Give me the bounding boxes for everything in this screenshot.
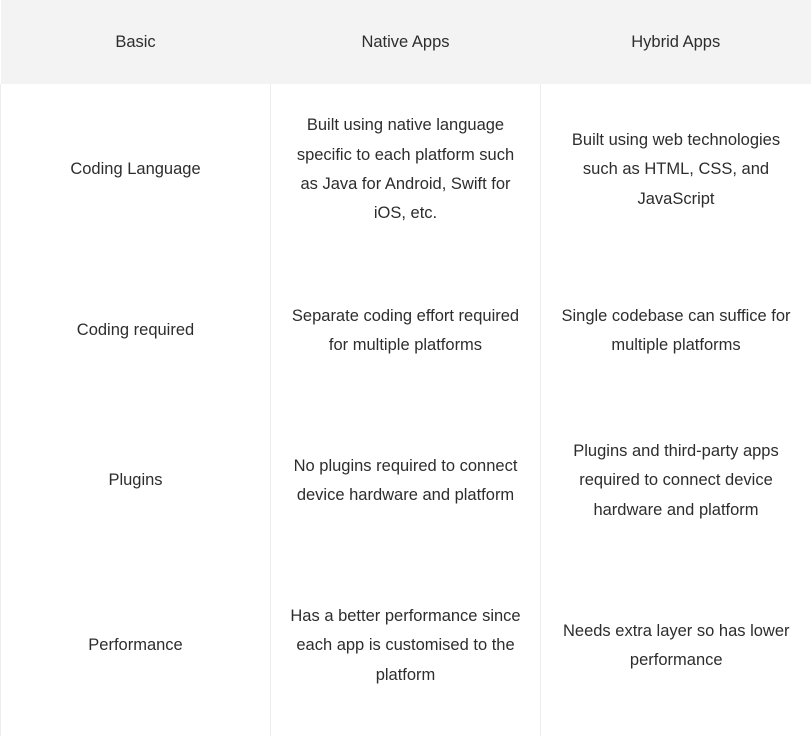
hybrid-apps-cell: Needs extra layer so has lower performan… bbox=[541, 556, 811, 736]
hybrid-apps-text: Needs extra layer so has lower performan… bbox=[557, 617, 796, 676]
native-apps-cell: Has a better performance since each app … bbox=[271, 556, 541, 736]
table-header: Basic Native Apps Hybrid Apps bbox=[1, 0, 811, 84]
native-apps-cell: No plugins required to connect device ha… bbox=[271, 406, 541, 556]
hybrid-apps-cell: Built using web technologies such as HTM… bbox=[541, 84, 811, 256]
table-row: Coding Language Built using native langu… bbox=[1, 84, 811, 256]
table-row: Plugins No plugins required to connect d… bbox=[1, 406, 811, 556]
row-label-cell: Plugins bbox=[1, 406, 271, 556]
native-apps-text: Separate coding effort required for mult… bbox=[287, 302, 524, 361]
hybrid-apps-cell: Single codebase can suffice for multiple… bbox=[541, 256, 811, 406]
hybrid-apps-text: Plugins and third-party apps required to… bbox=[557, 437, 795, 525]
table-body: Coding Language Built using native langu… bbox=[1, 84, 811, 736]
column-header-basic: Basic bbox=[1, 0, 271, 84]
column-header-hybrid-apps: Hybrid Apps bbox=[541, 0, 811, 84]
table-row: Coding required Separate coding effort r… bbox=[1, 256, 811, 406]
row-label-cell: Coding required bbox=[1, 256, 271, 406]
row-label-text: Coding Language bbox=[17, 155, 254, 184]
hybrid-apps-text: Built using web technologies such as HTM… bbox=[557, 126, 795, 214]
header-row: Basic Native Apps Hybrid Apps bbox=[1, 0, 811, 84]
native-apps-text: Has a better performance since each app … bbox=[287, 602, 524, 690]
row-label-text: Performance bbox=[17, 631, 254, 660]
native-apps-cell: Separate coding effort required for mult… bbox=[271, 256, 541, 406]
native-apps-text: Built using native language specific to … bbox=[287, 111, 524, 228]
native-apps-cell: Built using native language specific to … bbox=[271, 84, 541, 256]
column-header-native-apps: Native Apps bbox=[271, 0, 541, 84]
row-label-cell: Performance bbox=[1, 556, 271, 736]
row-label-cell: Coding Language bbox=[1, 84, 271, 256]
hybrid-apps-cell: Plugins and third-party apps required to… bbox=[541, 406, 811, 556]
table-row: Performance Has a better performance sin… bbox=[1, 556, 811, 736]
row-label-text: Plugins bbox=[17, 466, 254, 495]
hybrid-apps-text: Single codebase can suffice for multiple… bbox=[557, 302, 795, 361]
native-apps-text: No plugins required to connect device ha… bbox=[287, 452, 524, 511]
row-label-text: Coding required bbox=[17, 316, 254, 345]
